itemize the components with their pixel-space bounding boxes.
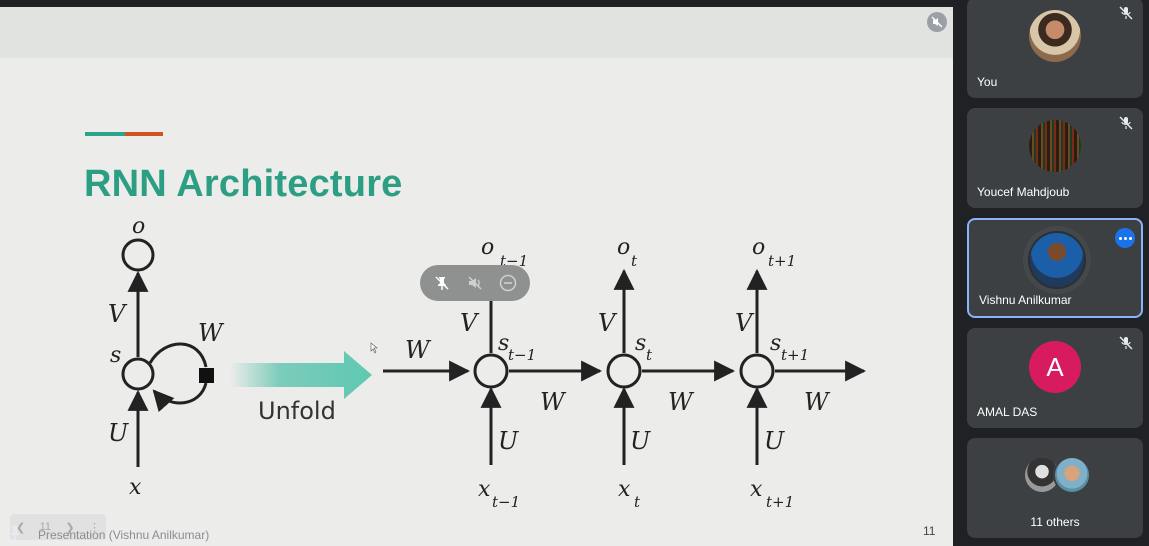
state-sub-1: t — [646, 346, 653, 364]
u-label-1: U — [630, 427, 651, 455]
volume-off-icon[interactable] — [462, 270, 488, 296]
folded-rnn: o s x V U W — [108, 214, 225, 500]
avatar-other-2 — [1053, 456, 1091, 494]
output-label-0: o — [481, 235, 494, 260]
participant-name: Vishnu Anilkumar — [979, 293, 1072, 307]
avatar-letter: A — [1029, 341, 1081, 393]
u-label-2: U — [764, 427, 785, 455]
slide-pager: ❮ 11 ❯ ⋮ — [10, 514, 106, 540]
unfolded-rnn: W o t−1 s t−1 V U x t−1 W o t s t V U — [383, 235, 867, 511]
participant-tile-youcef[interactable]: Youcef Mahdjoub — [967, 108, 1143, 208]
state-node-t-minus-1 — [473, 353, 509, 389]
state-sub-0: t−1 — [508, 346, 536, 364]
participant-name: You — [977, 75, 998, 89]
slide-header-band — [0, 7, 953, 58]
folded-v-label: V — [108, 300, 128, 328]
state-node-t-plus-1 — [739, 353, 775, 389]
title-accent-teal — [85, 132, 125, 136]
input-label-2: x — [750, 477, 763, 502]
presenter-muted-icon — [927, 12, 947, 32]
pager-page-number: 11 — [39, 521, 52, 533]
presentation-hover-toolbar — [420, 265, 530, 301]
others-count-label: 11 others — [1030, 515, 1080, 529]
output-label-2: o — [752, 235, 765, 260]
input-sub-0: t−1 — [492, 493, 520, 511]
participant-tile-vishnu[interactable]: Vishnu Anilkumar — [967, 218, 1143, 318]
folded-state-label: s — [110, 343, 121, 368]
v-label-2: V — [735, 309, 755, 337]
state-label-1: s — [635, 331, 646, 356]
input-label-1: x — [618, 477, 631, 502]
avatar-youcef — [1029, 120, 1081, 172]
w-label-1: W — [540, 388, 567, 416]
more-options-button[interactable] — [1115, 228, 1135, 248]
v-label-0: V — [460, 309, 480, 337]
output-label-1: o — [617, 235, 630, 260]
input-sub-2: t+1 — [766, 493, 794, 511]
folded-w-label: W — [198, 319, 225, 347]
input-sub-1: t — [634, 493, 641, 511]
mic-off-icon — [1119, 116, 1133, 130]
presenter-label: Presentation (Vishnu Anilkumar) — [38, 528, 210, 542]
w-label-3: W — [804, 388, 831, 416]
w-label-0: W — [405, 336, 432, 364]
participant-tile-amal[interactable]: A AMAL DAS — [967, 328, 1143, 428]
pin-icon[interactable] — [8, 525, 22, 541]
participant-name: AMAL DAS — [977, 405, 1038, 419]
slide-title: RNN Architecture — [84, 163, 403, 205]
participant-tile-you[interactable]: You — [967, 0, 1143, 98]
avatar-vishnu — [1028, 231, 1086, 289]
mic-off-icon — [1119, 6, 1133, 20]
participant-tile-others[interactable]: 11 others — [967, 438, 1143, 538]
mic-off-icon — [1119, 336, 1133, 350]
folded-u-label: U — [108, 419, 129, 447]
unfold-label: Unfold — [258, 397, 336, 425]
w-label-2: W — [668, 388, 695, 416]
pin-off-icon[interactable] — [429, 270, 455, 296]
folded-output-node — [121, 238, 155, 272]
output-sub-1: t — [631, 252, 638, 270]
previous-slide-icon[interactable]: ❮ — [16, 521, 26, 534]
state-label-0: s — [498, 331, 509, 356]
folded-input-label: x — [129, 475, 142, 500]
folded-output-label: o — [132, 214, 145, 239]
unfold-arrow: Unfold — [230, 351, 372, 425]
delay-square — [199, 368, 214, 383]
v-label-1: V — [598, 309, 618, 337]
u-label-0: U — [498, 427, 519, 455]
state-node-t — [606, 353, 642, 389]
top-bar — [0, 0, 1149, 7]
mouse-cursor — [370, 342, 378, 354]
avatar-you — [1029, 10, 1081, 62]
participants-sidebar: You Youcef Mahdjoub Vishnu Anilkumar A A… — [953, 0, 1149, 546]
state-label-2: s — [770, 331, 781, 356]
slide-number: 11 — [923, 524, 936, 538]
rnn-diagram: o s x V U W Unfold W o t−1 s t−1 V U x — [108, 214, 867, 511]
next-slide-icon[interactable]: ❯ — [65, 521, 75, 534]
more-options-icon[interactable]: ⋮ — [88, 521, 100, 534]
participant-name: Youcef Mahdjoub — [977, 185, 1070, 199]
minus-circle-icon[interactable] — [495, 270, 521, 296]
input-label-0: x — [478, 477, 491, 502]
output-sub-2: t+1 — [768, 252, 796, 270]
state-sub-2: t+1 — [781, 346, 809, 364]
title-accent-orange — [125, 132, 163, 136]
folded-state-node — [121, 357, 155, 391]
presentation-slide: RNN Architecture o s x V U — [0, 7, 953, 546]
